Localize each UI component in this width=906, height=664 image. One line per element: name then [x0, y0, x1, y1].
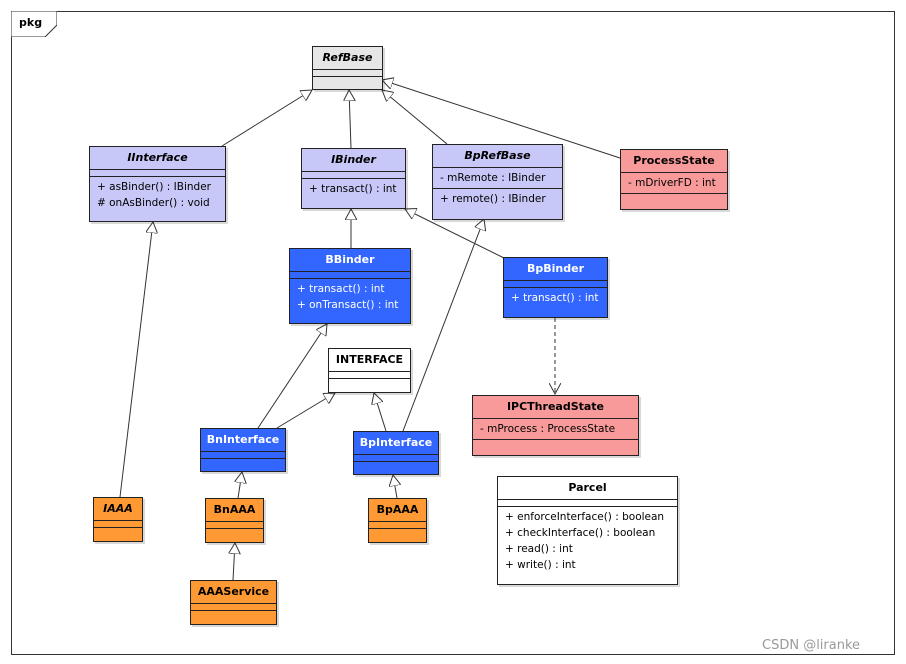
- operation: + transact() : int: [309, 183, 397, 195]
- class-iinterface: IInterface + asBinder() : IBinder # onAs…: [89, 146, 226, 222]
- attributes-compartment: [354, 455, 438, 462]
- attributes-compartment: - mDriverFD : int: [621, 173, 727, 194]
- operation: + read() : int: [505, 543, 573, 555]
- operation: + write() : int: [505, 559, 576, 571]
- class-name: BpRefBase: [433, 145, 562, 168]
- class-name: Parcel: [498, 477, 677, 500]
- operations-compartment: + transact() : int: [302, 179, 405, 199]
- attribute: - mProcess : ProcessState: [480, 423, 616, 435]
- edge-bpaaa-bpinterface: [393, 475, 397, 499]
- class-name: IPCThreadState: [473, 396, 638, 419]
- operations-compartment: + transact() : int + onTransact() : int: [290, 279, 410, 315]
- attributes-compartment: - mProcess : ProcessState: [473, 419, 638, 440]
- class-name: ProcessState: [621, 150, 727, 173]
- attributes-compartment: [504, 281, 607, 288]
- class-name: BpInterface: [354, 432, 438, 455]
- class-refbase: RefBase: [312, 46, 383, 90]
- attribute: - mDriverFD : int: [628, 177, 716, 189]
- operations-compartment: + transact() : int: [504, 288, 607, 308]
- class-bprefbase: BpRefBase - mRemote : IBinder + remote()…: [432, 144, 563, 220]
- class-name: INTERFACE: [329, 349, 410, 372]
- class-aaaservice: AAAService: [190, 580, 277, 625]
- operations-compartment: + remote() : IBinder: [433, 189, 562, 209]
- class-bbinder: BBinder + transact() : int + onTransact(…: [289, 248, 411, 324]
- edge-iaaa-iinterface: [119, 222, 153, 498]
- edge-bpinterface-interface: [374, 393, 387, 432]
- class-iaaa: IAAA: [93, 497, 143, 542]
- operations-compartment: + enforceInterface() : boolean + checkIn…: [498, 507, 677, 575]
- class-bpbinder: BpBinder + transact() : int: [503, 257, 608, 318]
- operations-compartment: [621, 194, 727, 200]
- operation: + transact() : int: [511, 292, 599, 304]
- attributes-compartment: [94, 521, 142, 528]
- edge-ibinder-refbase: [349, 90, 351, 149]
- edge-bpinterface-bprefbase: [402, 219, 484, 432]
- operations-compartment: [201, 459, 285, 465]
- class-bninterface: BnInterface: [200, 428, 286, 472]
- edge-bpbinder-ibinder: [405, 209, 505, 259]
- operations-compartment: [329, 379, 410, 385]
- class-name: IInterface: [90, 147, 225, 170]
- operations-compartment: [206, 529, 263, 535]
- class-name: BpAAA: [369, 499, 426, 522]
- operation: # onAsBinder() : void: [97, 197, 210, 209]
- class-name: IAAA: [94, 498, 142, 521]
- operations-compartment: [94, 528, 142, 534]
- class-parcel: Parcel + enforceInterface() : boolean + …: [497, 476, 678, 585]
- attributes-compartment: [302, 172, 405, 179]
- attributes-compartment: [498, 500, 677, 507]
- class-ipcthreadstate: IPCThreadState - mProcess : ProcessState: [472, 395, 639, 456]
- class-ibinder: IBinder + transact() : int: [301, 148, 406, 209]
- edge-aaaservice-bnaaa: [233, 543, 235, 581]
- operations-compartment: [354, 462, 438, 468]
- class-name: AAAService: [191, 581, 276, 604]
- operation: + onTransact() : int: [297, 299, 399, 311]
- attribute: - mRemote : IBinder: [440, 172, 546, 184]
- class-bpaaa: BpAAA: [368, 498, 427, 543]
- attributes-compartment: [369, 522, 426, 529]
- operations-compartment: + asBinder() : IBinder # onAsBinder() : …: [90, 177, 225, 213]
- class-interface: INTERFACE: [328, 348, 411, 393]
- operation: + transact() : int: [297, 283, 385, 295]
- operations-compartment: [473, 440, 638, 446]
- edge-bprefbase-refbase: [382, 90, 448, 145]
- operation: + checkInterface() : boolean: [505, 527, 656, 539]
- attributes-compartment: [313, 70, 382, 77]
- class-name: IBinder: [302, 149, 405, 172]
- watermark: CSDN @liranke: [762, 638, 861, 653]
- operation: + enforceInterface() : boolean: [505, 511, 665, 523]
- attributes-compartment: [201, 452, 285, 459]
- operation: + remote() : IBinder: [440, 193, 546, 205]
- operations-compartment: [369, 529, 426, 535]
- package-label: pkg: [19, 16, 43, 29]
- edge-bninterface-interface: [276, 393, 335, 429]
- class-processstate: ProcessState - mDriverFD : int: [620, 149, 728, 210]
- class-name: BBinder: [290, 249, 410, 272]
- class-name: BpBinder: [504, 258, 607, 281]
- edge-bnaaa-bninterface: [238, 472, 242, 499]
- attributes-compartment: [290, 272, 410, 279]
- operation: + asBinder() : IBinder: [97, 181, 211, 193]
- class-name: BnInterface: [201, 429, 285, 452]
- attributes-compartment: [329, 372, 410, 379]
- class-bpinterface: BpInterface: [353, 431, 439, 475]
- attributes-compartment: - mRemote : IBinder: [433, 168, 562, 189]
- class-name: BnAAA: [206, 499, 263, 522]
- package-frame: [11, 11, 895, 655]
- attributes-compartment: [90, 170, 225, 177]
- operations-compartment: [191, 611, 276, 617]
- edge-bninterface-bbinder: [257, 324, 327, 429]
- package-tab: [11, 11, 57, 37]
- edge-iinterface-refbase: [221, 90, 312, 147]
- attributes-compartment: [191, 604, 276, 611]
- attributes-compartment: [206, 522, 263, 529]
- class-bnaaa: BnAAA: [205, 498, 264, 543]
- operations-compartment: [313, 77, 382, 83]
- edge-processstate-refbase: [382, 80, 621, 159]
- class-name: RefBase: [313, 47, 382, 70]
